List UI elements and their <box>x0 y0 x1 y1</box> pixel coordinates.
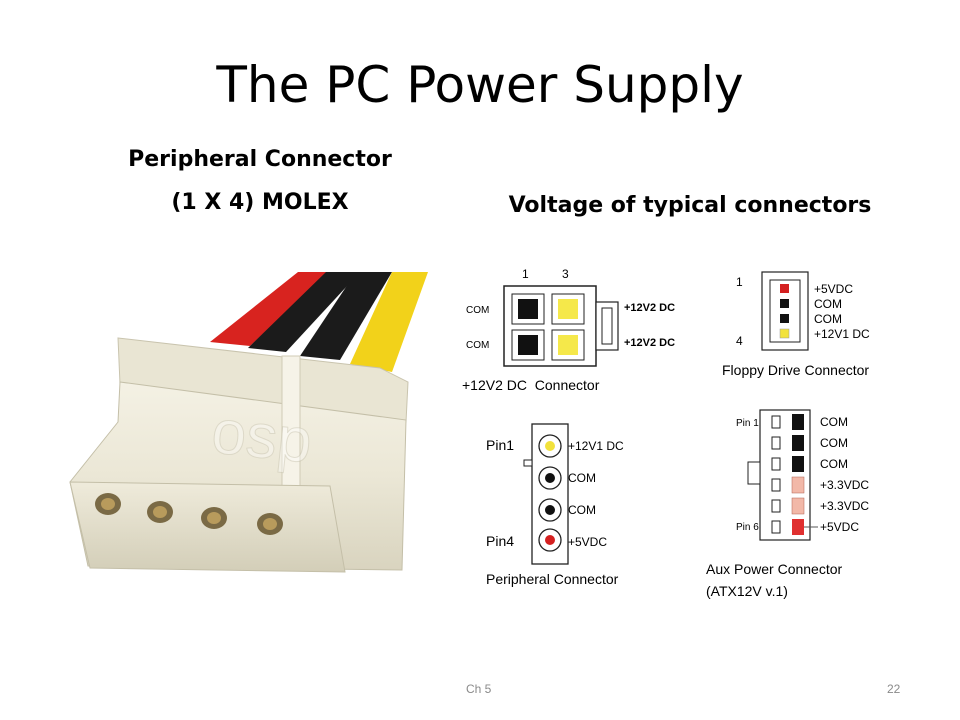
v-top-label: +12V2 DC <box>624 302 675 314</box>
pin-com-bottom <box>518 335 538 355</box>
footer-chapter: Ch 5 <box>466 682 492 696</box>
wires <box>210 272 428 372</box>
diagram-peripheral-connector: Pin1 Pin4 +12V1 DC COM COM +5VDC Periphe… <box>486 423 624 587</box>
floppy-label-1: +5VDC <box>814 282 853 296</box>
peripheral-label-4: +5VDC <box>568 535 607 549</box>
pin-holes <box>95 493 283 535</box>
peripheral-pin-4: Pin4 <box>486 533 514 549</box>
aux-label-2: COM <box>820 436 848 450</box>
floppy-pin-4: 4 <box>736 334 743 348</box>
aux-caption-line2: (ATX12V v.1) <box>706 583 788 599</box>
v-bottom-label: +12V2 DC <box>624 337 675 349</box>
floppy-pin-black-2 <box>780 314 789 323</box>
diagram-12v2-connector: 1 3 COM COM +12V2 DC +12V2 DC +12V2 DC C… <box>462 267 675 393</box>
peripheral-pin-1: Pin1 <box>486 437 514 453</box>
diagram-floppy-connector: 1 4 +5VDC COM COM +12V1 DC Floppy Drive … <box>722 271 870 378</box>
peripheral-label-3: COM <box>568 503 596 517</box>
aux-label-5: +3.3VDC <box>820 499 869 513</box>
com-bottom-label: COM <box>466 340 489 351</box>
connector-12v2-caption: +12V2 DC Connector <box>462 377 600 393</box>
aux-pin-1: Pin 1 <box>736 418 759 429</box>
connector-top <box>117 337 409 423</box>
pin-12v-top <box>558 299 578 319</box>
subtitle-voltage-connectors: Voltage of typical connectors <box>508 193 872 218</box>
aux-label-6: +5VDC <box>820 520 859 534</box>
pin-12v-bottom <box>558 335 578 355</box>
floppy-label-3: COM <box>814 312 842 326</box>
aux-pin-6: Pin 6 <box>736 522 759 533</box>
floppy-label-2: COM <box>814 297 842 311</box>
molex-connector-photo: osp <box>69 272 428 573</box>
peripheral-caption: Peripheral Connector <box>486 571 619 587</box>
aux-label-4: +3.3VDC <box>820 478 869 492</box>
pin-label-3: 3 <box>562 267 569 281</box>
aux-caption-line1: Aux Power Connector <box>706 561 843 577</box>
wire-black-1 <box>248 272 360 352</box>
peripheral-label-1: +12V1 DC <box>568 439 624 453</box>
aux-label-3: COM <box>820 457 848 471</box>
subtitle-peripheral-connector: Peripheral Connector <box>128 147 392 172</box>
subtitle-molex: (1 X 4) MOLEX <box>171 190 349 215</box>
com-top-label: COM <box>466 305 489 316</box>
pin-com-top <box>518 299 538 319</box>
floppy-pin-yellow <box>779 328 790 339</box>
photo-watermark: osp <box>209 397 316 476</box>
wire-black-2 <box>300 272 392 360</box>
wire-red <box>210 272 330 346</box>
diagram-aux-connector: Pin 1 Pin 6 COM COM COM +3.3VDC +3.3VDC … <box>706 409 869 599</box>
aux-label-1: COM <box>820 415 848 429</box>
pin-label-1: 1 <box>522 267 529 281</box>
floppy-pin-1: 1 <box>736 275 743 289</box>
floppy-caption: Floppy Drive Connector <box>722 362 869 378</box>
wire-yellow <box>350 272 428 372</box>
floppy-pin-black-1 <box>780 299 789 308</box>
page-number: 22 <box>887 682 901 696</box>
slide-title: The PC Power Supply <box>216 56 744 114</box>
aux-pins <box>771 414 818 535</box>
floppy-pin-red <box>780 284 789 293</box>
peripheral-label-2: COM <box>568 471 596 485</box>
floppy-label-4: +12V1 DC <box>814 327 870 341</box>
